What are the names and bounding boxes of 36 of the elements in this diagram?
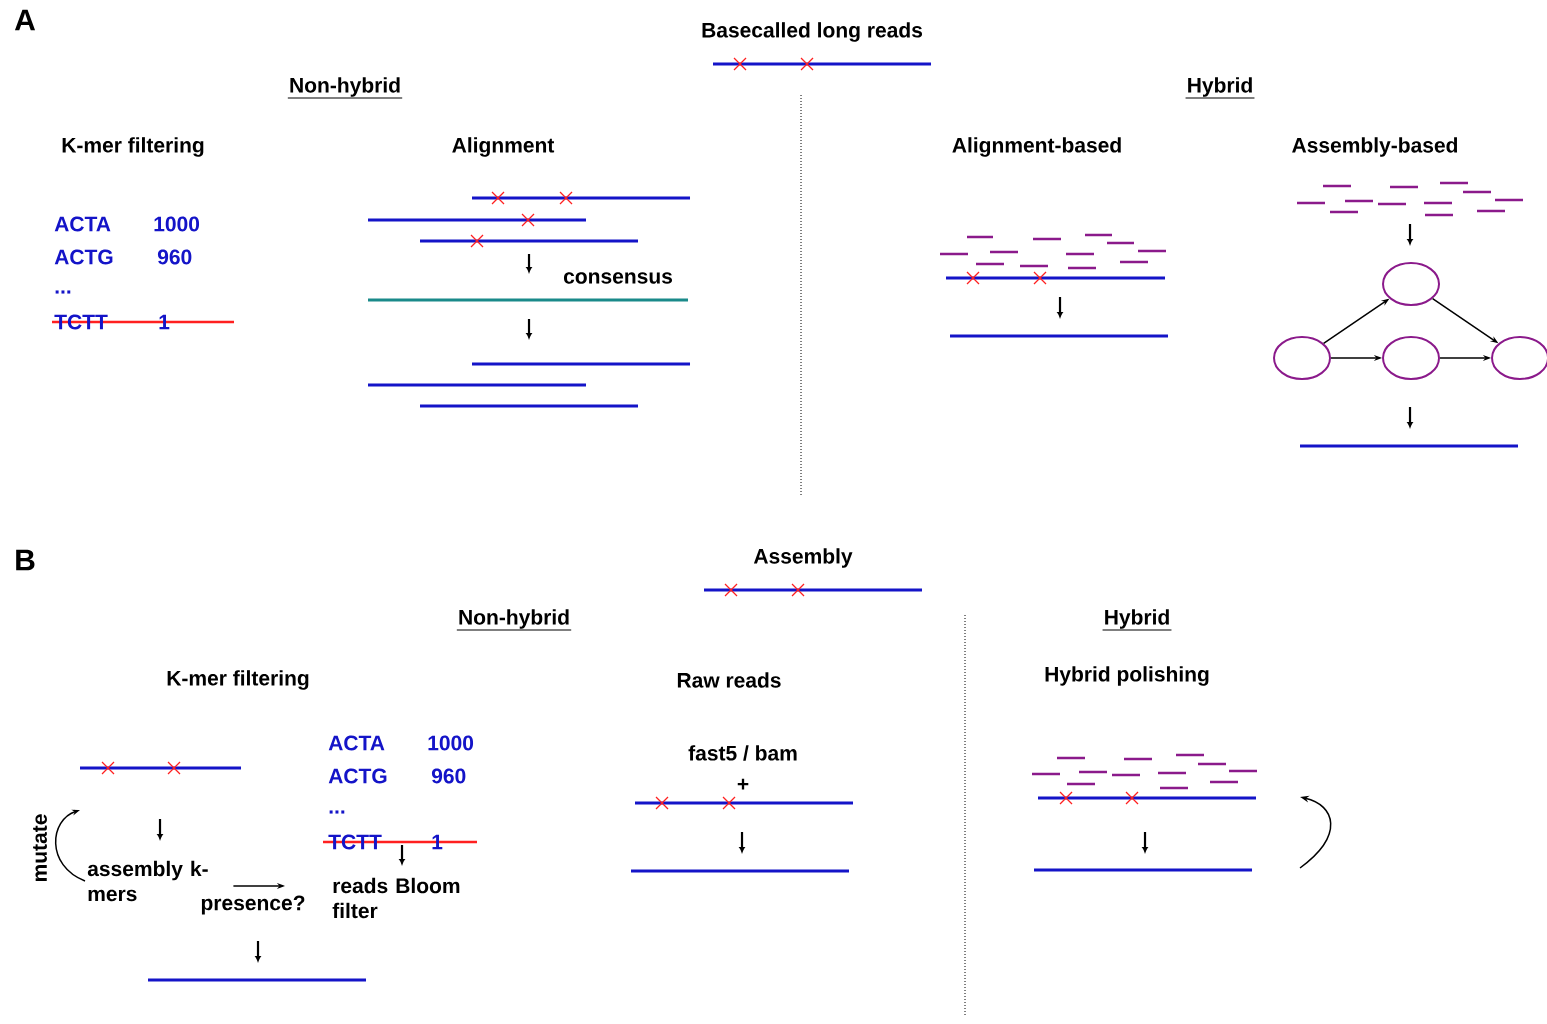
edge-label: presence? xyxy=(201,895,305,915)
heading: Alignment-based xyxy=(952,137,1121,157)
k-mer-count: ACTA xyxy=(54,216,111,232)
k-mer-count: 1000 xyxy=(154,216,200,232)
heading: Basecalled long reads xyxy=(702,22,922,42)
section-heading: Non-hybrid xyxy=(456,609,572,631)
panel-letter: A xyxy=(14,9,36,31)
section-heading: Hybrid xyxy=(1184,77,1256,99)
step-text: reads Bloom filter xyxy=(332,877,460,919)
edge-label: mutate xyxy=(33,814,47,882)
heading: K-mer filtering xyxy=(62,137,204,157)
graph-node xyxy=(1382,262,1440,306)
heading: Assembly-based xyxy=(1292,137,1458,157)
section-heading: Hybrid xyxy=(1101,609,1173,631)
k-mer-count: ACTG xyxy=(54,249,113,265)
section-heading: Non-hybrid xyxy=(287,77,403,99)
heading: + xyxy=(737,778,749,790)
k-mer-count: 1000 xyxy=(428,735,474,751)
heading: Assembly xyxy=(753,548,853,568)
heading: Hybrid polishing xyxy=(1045,666,1209,686)
graph-node xyxy=(1273,336,1331,380)
heading: fast5 / bam xyxy=(688,745,797,761)
k-mer-count: 960 xyxy=(157,249,192,265)
panel-letter: B xyxy=(16,549,35,571)
k-mer-count: ACTA xyxy=(328,735,385,751)
k-mer-count: ... xyxy=(329,810,345,814)
heading: Alignment xyxy=(452,137,555,157)
arrow xyxy=(54,809,86,882)
graph-node xyxy=(1491,336,1547,380)
k-mer-count: ACTG xyxy=(328,768,387,784)
heading: K-mer filtering xyxy=(167,670,309,690)
graph-node xyxy=(1382,336,1440,380)
heading: consensus xyxy=(563,272,672,284)
k-mer-count: ... xyxy=(55,290,71,294)
k-mer-count: 960 xyxy=(431,768,466,784)
heading: Raw reads xyxy=(677,672,781,688)
